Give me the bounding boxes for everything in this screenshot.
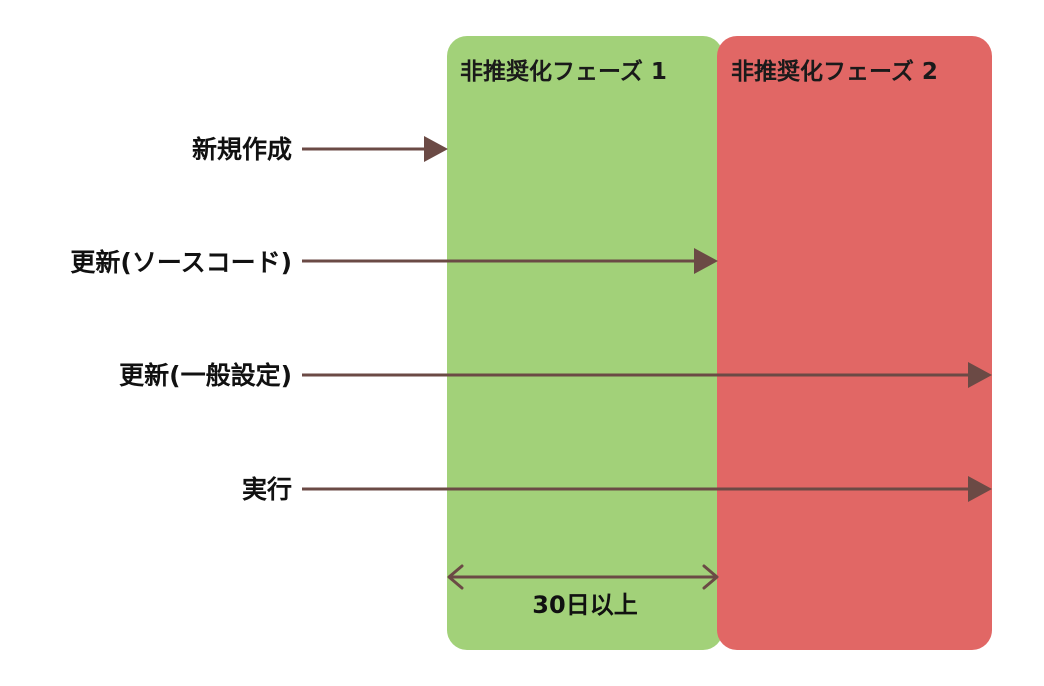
phase-2-title: 非推奨化フェーズ 2 (731, 59, 938, 85)
deprecation-phase-1-region (447, 36, 723, 650)
arrow-execute (302, 476, 992, 502)
row-label-update-source-code: 更新(ソースコード) (70, 248, 292, 277)
duration-label: 30日以上 (532, 591, 638, 619)
row-label-update-general-settings: 更新(一般設定) (119, 361, 292, 390)
arrow-update-source-code (302, 248, 718, 274)
duration-double-arrow (447, 564, 719, 590)
deprecation-phase-2-region (717, 36, 992, 650)
phase-1-title: 非推奨化フェーズ 1 (460, 59, 667, 85)
row-label-create: 新規作成 (191, 135, 292, 164)
row-label-execute: 実行 (241, 475, 292, 504)
arrow-create (302, 136, 448, 162)
arrow-update-general-settings (302, 362, 992, 388)
